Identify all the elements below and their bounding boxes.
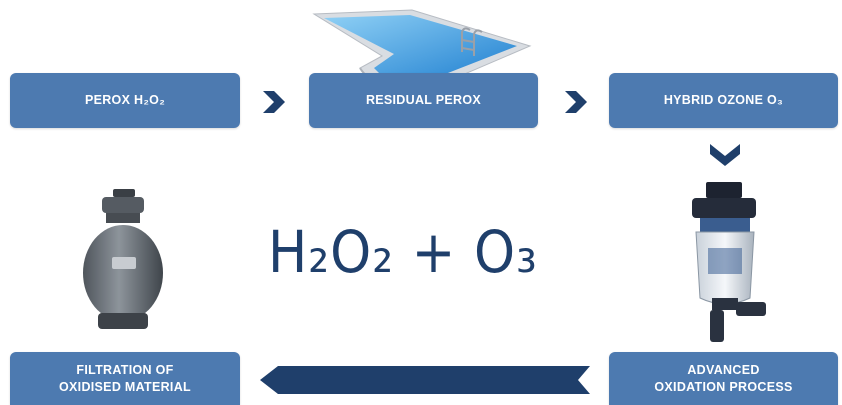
chevron-right-icon [263,91,285,113]
arrow-left-icon [260,366,590,394]
swimming-pool-icon [312,9,532,89]
step-filtration-line2: OXIDISED MATERIAL [59,379,191,394]
chevron-right-icon [565,91,587,113]
step-advanced-line2: OXIDATION PROCESS [654,379,793,394]
step-perox-label: PEROX H₂O₂ [84,93,166,107]
step-advanced-oxidation: ADVANCED OXIDATION PROCESS [609,352,838,405]
sand-filter-icon [83,189,163,329]
chevron-down-icon [710,144,740,166]
step-residual-perox: RESIDUAL PEROX [309,73,538,128]
step-filtration: FILTRATION OF OXIDISED MATERIAL [10,352,240,405]
ozone-unit-icon [692,182,766,342]
step-hybrid-ozone-label: HYBRID OZONE O₃ [663,93,784,107]
step-advanced-line1: ADVANCED [687,362,760,377]
step-residual-perox-label: RESIDUAL PEROX [365,93,482,107]
step-hybrid-ozone: HYBRID OZONE O₃ [609,73,838,128]
step-perox: PEROX H₂O₂ [10,73,240,128]
step-filtration-line1: FILTRATION OF [76,362,174,377]
formula: H₂O₂ + O₃ [268,218,538,286]
